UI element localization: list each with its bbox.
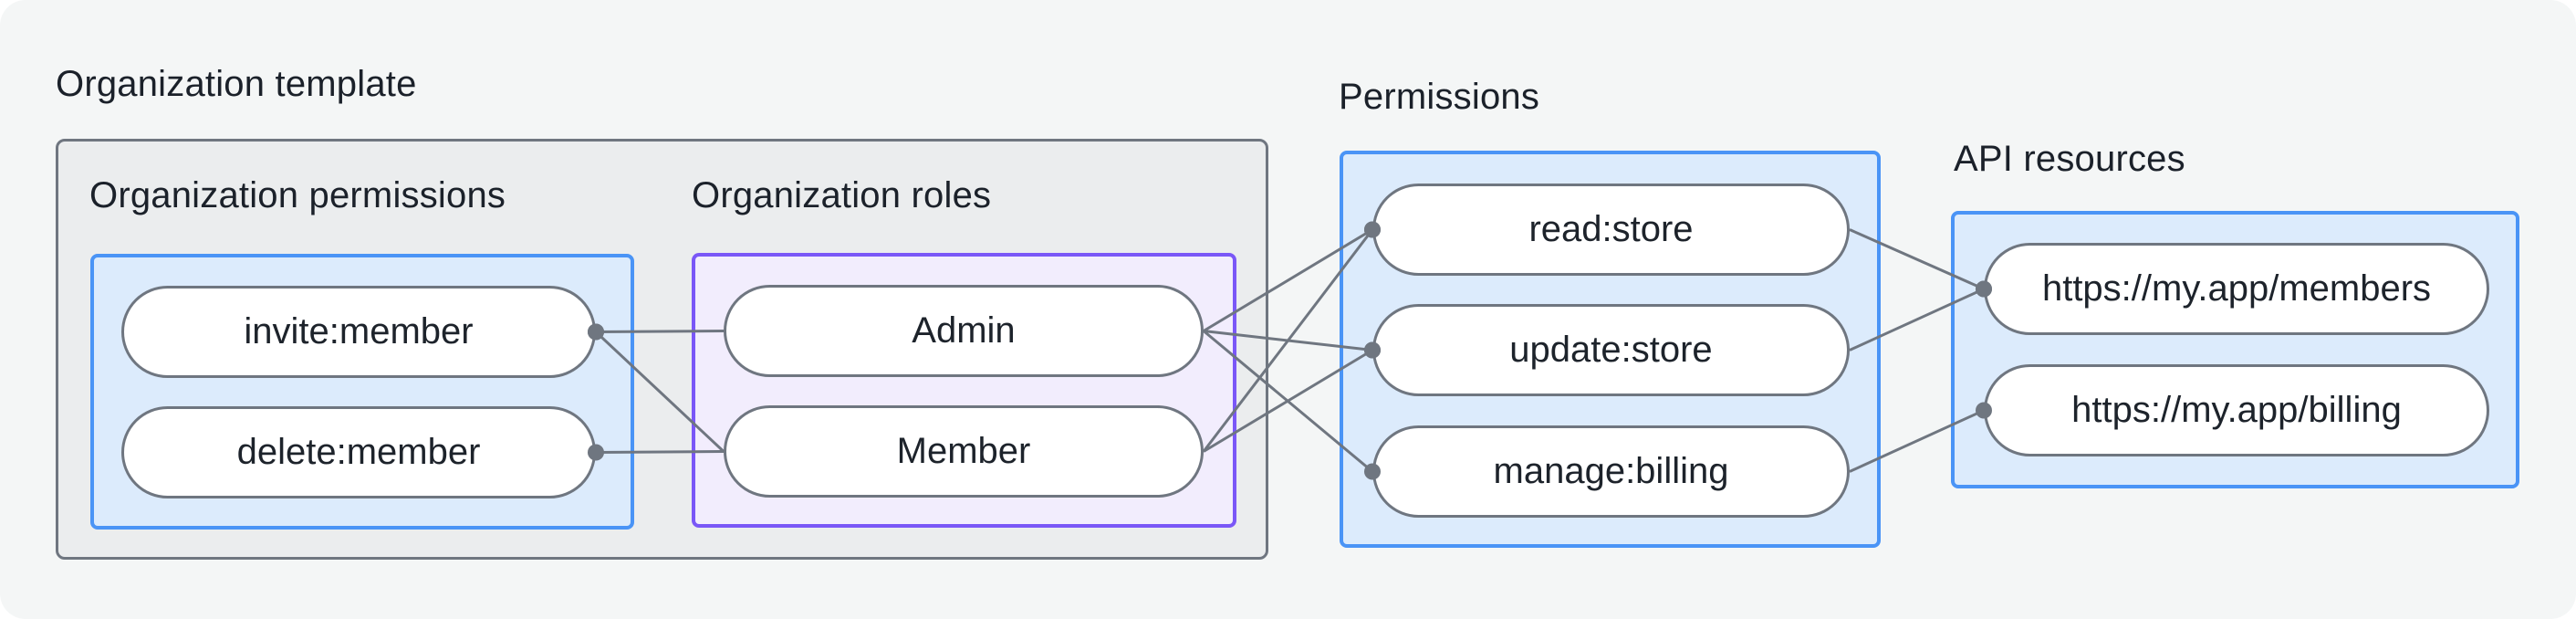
pill-invite-member: invite:member	[121, 286, 596, 378]
pill-update-store: update:store	[1372, 304, 1850, 396]
org-roles-heading: Organization roles	[692, 175, 992, 215]
pill-admin-role: Admin	[724, 285, 1204, 377]
pill-delete-member: delete:member	[121, 406, 596, 498]
pill-members-resource: https://my.app/members	[1984, 243, 2489, 335]
pill-manage-billing: manage:billing	[1372, 425, 1850, 518]
org-permissions-heading: Organization permissions	[89, 175, 506, 215]
pill-read-store: read:store	[1372, 184, 1850, 276]
api-resources-heading: API resources	[1954, 139, 2185, 179]
pill-billing-resource: https://my.app/billing	[1984, 364, 2489, 456]
pill-member-role: Member	[724, 405, 1204, 498]
permissions-heading: Permissions	[1339, 77, 1540, 117]
org-template-title: Organization template	[56, 64, 417, 104]
